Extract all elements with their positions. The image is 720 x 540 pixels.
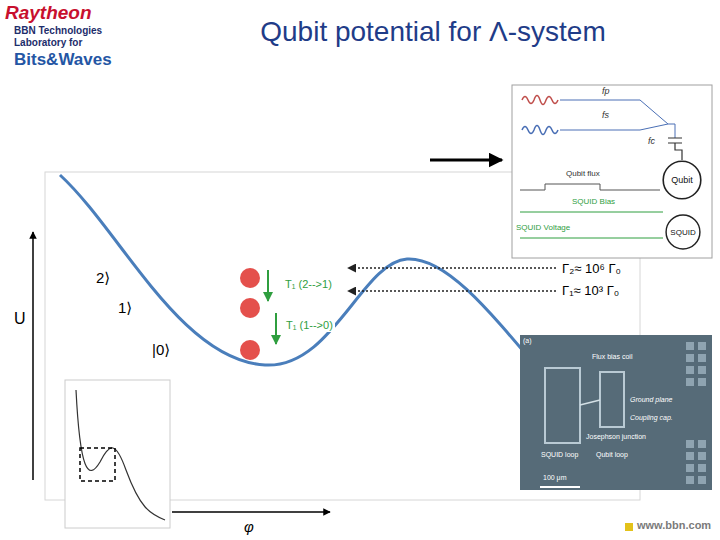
- drive-wire: [560, 100, 675, 138]
- circuit-panel: [512, 85, 712, 258]
- micrograph: [520, 335, 712, 490]
- state-label: |0⟩: [152, 341, 170, 358]
- axis-label: φ: [244, 518, 254, 535]
- logo-text: BBN Technologies: [14, 25, 102, 37]
- signal-name: SQUID Voltage: [516, 223, 570, 232]
- decay-arrow: [267, 270, 269, 301]
- signal-name: SQUID Bias: [572, 197, 615, 206]
- level-dot: [240, 340, 260, 360]
- level-dot: [240, 298, 260, 318]
- circuit-circle: Qubit: [662, 160, 702, 200]
- decay-label: T₁ (2-->1): [283, 278, 334, 291]
- footer-mark: [625, 523, 633, 531]
- slide-title: Qubit potential for Λ-system: [148, 16, 718, 48]
- decay-arrow: [275, 313, 277, 344]
- energy-axis: [32, 232, 34, 480]
- inset-frame: [65, 380, 170, 528]
- inset-curve: [76, 390, 165, 520]
- footer-url: www.bbn.com: [637, 519, 711, 532]
- rate-label: Γ₂≈ 10⁶ Γ₀: [562, 262, 621, 277]
- pointer-arrow: [430, 159, 502, 162]
- part-name: Flux bias coil: [592, 353, 632, 361]
- logo-text: Raytheon: [5, 2, 92, 24]
- state-label: 1⟩: [118, 299, 132, 316]
- level-dot: [240, 268, 260, 288]
- pulse: [522, 96, 558, 105]
- state-label: 2⟩: [96, 269, 110, 286]
- part-name: Coupling cap.: [630, 414, 673, 422]
- part-name: Josephson junction: [586, 433, 646, 441]
- signal-name: fc: [648, 136, 655, 146]
- part-name: SQUID loop: [541, 451, 578, 459]
- squid-loop-shape: [545, 368, 580, 443]
- decay-label: T₁ (1-->0): [284, 319, 335, 332]
- circle-label: Qubit: [671, 175, 693, 185]
- ground-grid: [686, 342, 706, 484]
- rate-pointer: [348, 267, 556, 269]
- part-name: Qubit loop: [596, 451, 628, 459]
- phase-axis: [172, 511, 330, 513]
- flux-line: [520, 184, 660, 190]
- pulse: [522, 126, 558, 135]
- zoom-box: [80, 448, 115, 481]
- logo-text: Laboratory for: [14, 37, 82, 49]
- signal-name: fp: [602, 86, 610, 96]
- coupling-capacitor: [668, 138, 682, 160]
- part-name: Ground plane: [630, 396, 672, 404]
- circuit-circle: SQUID: [665, 214, 701, 250]
- signal-name: Qubit flux: [566, 169, 600, 178]
- rate-pointer: [348, 290, 556, 292]
- circle-label: SQUID: [670, 228, 695, 237]
- bias-line: [520, 212, 663, 213]
- logo-text: Bits&Waves: [14, 50, 112, 70]
- rate-label: Γ₁≈ 10³ Γ₀: [562, 284, 619, 299]
- scale-bar: [540, 486, 580, 488]
- qubit-loop-shape: [600, 372, 624, 427]
- junction-trace: [580, 400, 600, 405]
- voltage-line: [520, 238, 663, 239]
- dimension: 100 μm: [543, 474, 567, 482]
- panel-tag: (a): [523, 337, 532, 345]
- axis-label: U: [14, 310, 26, 328]
- signal-name: fs: [602, 110, 609, 120]
